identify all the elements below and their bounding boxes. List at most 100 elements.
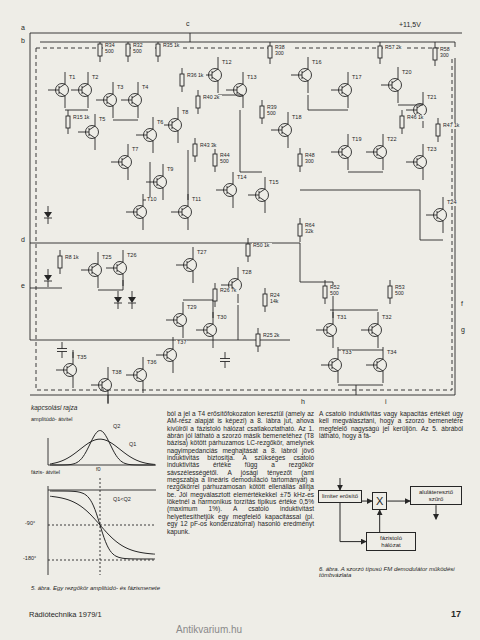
transistor-label: T26 <box>126 253 137 259</box>
transistor-base <box>221 285 232 286</box>
signal-name: h <box>300 398 306 406</box>
transistor-base <box>302 71 303 79</box>
transistor-base <box>56 370 67 371</box>
transistor-label: T25 <box>101 255 112 261</box>
transistor-collector <box>132 82 138 98</box>
transistor-label: T6 <box>156 120 164 126</box>
transistor-collector <box>332 347 338 363</box>
resistor-symbol <box>66 116 70 128</box>
transistor-emitter <box>207 332 213 348</box>
resistor-lead <box>215 166 216 172</box>
resistor-symbol <box>400 116 404 128</box>
resistor-symbol <box>323 286 327 298</box>
transistor-base <box>226 90 237 91</box>
transistor-base <box>137 371 138 379</box>
plot-axis <box>48 486 49 575</box>
transistor-emitter <box>122 164 128 180</box>
transistor-label: T14 <box>236 175 247 181</box>
transistor-label: T20 <box>401 70 412 76</box>
transistor-label: T10 <box>146 197 157 203</box>
transistor-label: T30 <box>216 315 227 321</box>
transistor-base <box>327 326 328 334</box>
transistor-base <box>291 75 302 76</box>
transistor-base <box>91 385 102 386</box>
transistor-base <box>117 264 118 272</box>
transistor-label: T3 <box>116 85 124 91</box>
resistor-lead <box>438 118 439 124</box>
resistor-lead <box>68 128 69 134</box>
resistor-lead <box>215 283 216 289</box>
transistor-base <box>126 212 137 213</box>
transistor-base <box>166 320 177 321</box>
diode-symbol <box>44 275 52 281</box>
signal-name: i <box>384 398 388 406</box>
resistor-symbol <box>436 124 440 136</box>
wire <box>300 190 443 240</box>
transistor-emitter <box>147 137 153 153</box>
transistor-label: T22 <box>386 137 397 143</box>
transistor-base <box>107 96 108 104</box>
transistor-collector <box>372 312 378 328</box>
wire <box>300 243 333 318</box>
block-text: aluláteresztő szűrő <box>414 489 458 502</box>
wire <box>30 33 31 340</box>
transistor-base <box>81 270 92 271</box>
resistor-lead <box>195 138 196 144</box>
transistor-collector <box>342 72 348 88</box>
diode-lead <box>48 218 49 224</box>
transistor-base <box>157 178 158 186</box>
wire <box>30 288 62 289</box>
diode-lead <box>132 303 133 309</box>
transistor-collector <box>207 312 213 328</box>
resistor-label: R52 500 <box>329 285 349 296</box>
figure-text: -180° <box>22 556 37 562</box>
transistor-base <box>417 158 418 166</box>
resistor-symbol <box>268 46 272 58</box>
resistor-symbol <box>213 289 217 301</box>
transistor-emitter <box>107 102 113 118</box>
wire <box>188 150 189 200</box>
resistor-lead <box>300 148 301 154</box>
transistor-collector <box>167 337 173 353</box>
diode-lead <box>132 291 133 297</box>
resistor-label: R26 7k <box>219 288 239 294</box>
transistor-base <box>67 366 68 374</box>
plot-guide <box>48 525 156 526</box>
transistor-base <box>316 330 327 331</box>
resistor-lead <box>300 236 301 242</box>
transistor-base <box>331 90 342 91</box>
transistor-base <box>361 330 372 331</box>
resistor-lead <box>60 268 61 274</box>
resistor-lead <box>325 298 326 304</box>
transistor-base <box>237 86 238 94</box>
transistor-collector <box>327 312 333 328</box>
signal-name: f <box>460 300 464 308</box>
transistor-base <box>172 121 173 129</box>
resistor-label: R47 1k <box>442 123 462 129</box>
transistor-base <box>216 190 227 191</box>
diode-symbol <box>128 297 136 303</box>
resistor-label: R44 500 <box>219 153 239 164</box>
transistor-collector <box>377 134 383 150</box>
transistor-base <box>248 195 259 196</box>
resistor-lead <box>258 328 259 334</box>
transistor-collector <box>177 302 183 318</box>
resistor-symbol <box>298 224 302 236</box>
transistor-label: T2 <box>91 75 99 81</box>
transistor-label: T17 <box>351 75 362 81</box>
resistor-symbol <box>388 286 392 298</box>
transistor-emitter <box>237 92 243 108</box>
resistor-label: R38 300 <box>274 45 294 56</box>
wire <box>348 172 383 173</box>
wire <box>308 95 348 110</box>
transistor-collector <box>67 352 73 368</box>
resistor-label: R53 500 <box>394 285 414 296</box>
resistor-label: R58 300 <box>439 47 459 58</box>
figure-text: Q1<Q2 <box>112 497 132 503</box>
transistor-base <box>392 81 393 89</box>
wire <box>143 162 150 200</box>
resistor-symbol <box>156 44 160 56</box>
transistor-label: T35 <box>76 355 87 361</box>
transistor-emitter <box>342 92 348 108</box>
signal-name: +11,5V <box>398 21 422 29</box>
